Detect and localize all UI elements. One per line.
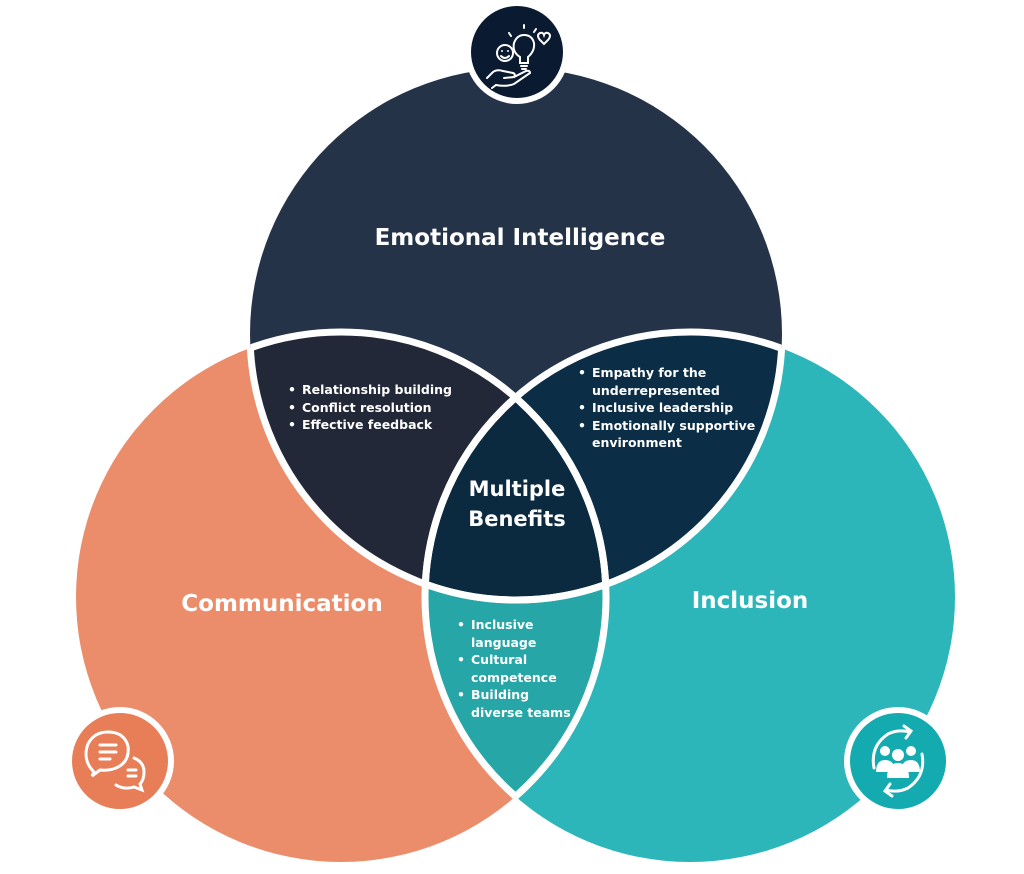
list-item: Inclusive leadership [578,399,763,417]
label-emotional-intelligence: Emotional Intelligence [374,225,666,251]
idea-hand-heart-icon [465,0,569,104]
label-communication: Communication [181,591,383,617]
list-item: Cultural competence [457,651,582,686]
team-cycle-icon [844,707,952,815]
list-item: Building diverse teams [457,686,582,721]
list-item: Empathy for the underrepresented [578,364,763,399]
label-multiple-benefits: Multiple Benefits [432,474,602,534]
center-label-line1: Multiple [468,477,566,501]
list-item: Conflict resolution [288,399,458,417]
list-top-left: Relationship building Conflict resolutio… [288,381,458,434]
list-top-right: Empathy for the underrepresented Inclusi… [578,364,763,452]
center-label-line2: Benefits [468,507,566,531]
label-inclusion: Inclusion [691,588,809,614]
list-left-right: Inclusive language Cultural competence B… [457,616,582,721]
list-item: Relationship building [288,381,458,399]
list-item: Effective feedback [288,416,458,434]
chat-bubbles-icon [66,707,174,815]
list-item: Inclusive language [457,616,582,651]
list-item: Emotionally supportive environment [578,417,763,452]
overlap-center [425,332,606,600]
